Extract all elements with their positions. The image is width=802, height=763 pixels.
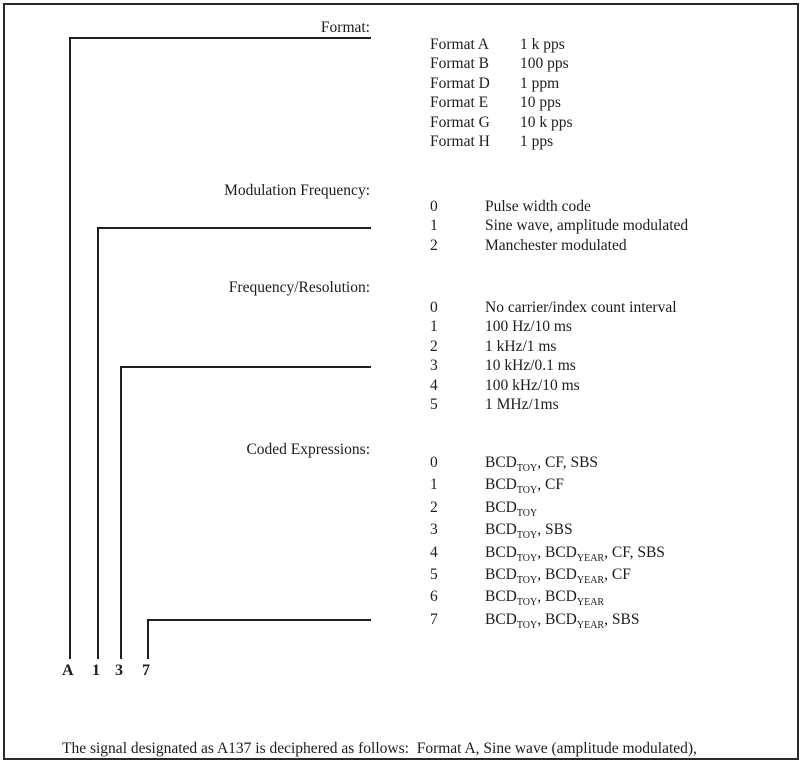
modulation-connector-horizontal-line [97, 227, 371, 229]
option-row: Format D 1 ppm [430, 75, 573, 94]
option-row: Format H 1 pps [430, 133, 573, 152]
option-key: 0 [430, 454, 438, 471]
option-row: 3 10 kHz/0.1 ms [430, 357, 677, 376]
code-digit-format: A [62, 662, 74, 679]
option-row: 6 BCDTOY, BCDYEAR [430, 588, 665, 610]
option-value: 100 pps [520, 55, 569, 73]
option-key: 5 [430, 395, 438, 413]
option-row: 0 BCDTOY, CF, SBS [430, 454, 665, 476]
option-value: 1 MHz/1ms [485, 395, 559, 413]
option-row: 4 100 kHz/10 ms [430, 377, 677, 396]
option-value: 1 ppm [520, 74, 560, 92]
option-value: BCDTOY, BCDYEAR, CF [485, 565, 631, 587]
frequency-connector-vertical-line [120, 366, 122, 659]
option-value: BCDTOY, BCDYEAR, CF, SBS [485, 543, 665, 564]
option-value: 10 pps [520, 94, 561, 112]
coded-connector-horizontal-line [147, 619, 371, 621]
option-value: BCDTOY, CF [485, 476, 564, 497]
option-key: 2 [430, 236, 438, 254]
modulation-connector-vertical-line [97, 227, 99, 659]
option-key: 5 [430, 565, 438, 583]
option-key: 3 [430, 357, 438, 375]
option-row: 1 BCDTOY, CF [430, 476, 665, 498]
option-key: Format B [430, 55, 489, 73]
option-key: 7 [430, 610, 438, 628]
frequency-resolution-options-list: 0 No carrier/index count interval 1 100 Hz/… [430, 299, 677, 415]
format-connector-vertical-line [69, 37, 71, 659]
option-row: 2 BCDTOY [430, 499, 665, 521]
option-row: 2 1 kHz/1 ms [430, 338, 677, 357]
option-row: 1 100 Hz/10 ms [430, 318, 677, 337]
option-value: BCDTOY, CF, SBS [485, 454, 599, 475]
option-key: Format A [430, 36, 489, 53]
section-label-modulation-frequency: Modulation Frequency: [224, 182, 370, 199]
option-row: Format G 10 k pps [430, 114, 573, 133]
option-value: BCDTOY, BCDYEAR [485, 588, 605, 609]
option-key: Format H [430, 132, 490, 150]
code-digit-modulation: 1 [92, 662, 100, 679]
option-key: Format D [430, 74, 490, 92]
option-value: 1 pps [520, 132, 554, 150]
option-key: 2 [430, 498, 438, 516]
option-key: 1 [430, 476, 438, 494]
option-value: 1 k pps [520, 36, 565, 53]
option-value: BCDTOY [485, 498, 538, 519]
section-label-format: Format: [320, 19, 370, 36]
option-row: 0 No carrier/index count interval [430, 299, 677, 318]
option-value: 100 Hz/10 ms [485, 318, 572, 336]
caption-line-1: The signal designated as A137 is deciphe… [62, 740, 697, 757]
option-value: No carrier/index count interval [485, 299, 677, 316]
option-key: 3 [430, 521, 438, 539]
option-row: 2 Manchester modulated [430, 237, 688, 256]
option-value: Pulse width code [485, 198, 591, 215]
option-row: Format B 100 pps [430, 55, 573, 74]
figure-caption: The signal designated as A137 is deciphe… [62, 700, 772, 763]
option-value: 100 kHz/10 ms [485, 376, 580, 394]
option-value: Manchester modulated [485, 236, 627, 254]
frequency-connector-horizontal-line [120, 366, 371, 368]
option-value: Sine wave, amplitude modulated [485, 217, 689, 235]
option-key: 0 [430, 198, 438, 215]
option-value: 10 k pps [520, 113, 573, 131]
option-row: Format A 1 k pps [430, 36, 573, 55]
code-digit-coded: 7 [142, 662, 150, 679]
option-row: 5 BCDTOY, BCDYEAR, CF [430, 566, 665, 588]
figure-frame [3, 3, 799, 760]
option-key: 4 [430, 376, 438, 394]
section-label-frequency-resolution: Frequency/Resolution: [228, 279, 370, 296]
option-value: BCDTOY, SBS [485, 521, 573, 542]
option-value: 1 kHz/1 ms [485, 337, 557, 355]
modulation-frequency-options-list: 0 Pulse width code 1 Sine wave, amplitude m… [430, 198, 688, 256]
option-row: Format E 10 pps [430, 94, 573, 113]
option-row: 7 BCDTOY, BCDYEAR, SBS [430, 611, 665, 633]
option-value: BCDTOY, BCDYEAR, SBS [485, 610, 640, 631]
option-key: 6 [430, 588, 438, 606]
option-value: 10 kHz/0.1 ms [485, 357, 576, 375]
format-connector-horizontal-line [69, 37, 371, 39]
option-key: 4 [430, 543, 438, 561]
coded-connector-vertical-line [147, 619, 149, 659]
option-key: 1 [430, 217, 438, 235]
option-key: Format G [430, 113, 490, 131]
section-label-coded-expressions: Coded Expressions: [246, 441, 370, 458]
option-row: 5 1 MHz/1ms [430, 396, 677, 415]
option-key: 2 [430, 337, 438, 355]
option-key: 0 [430, 299, 438, 316]
option-key: 1 [430, 318, 438, 336]
option-row: 3 BCDTOY, SBS [430, 521, 665, 543]
option-key: Format E [430, 94, 489, 112]
option-row: 1 Sine wave, amplitude modulated [430, 217, 688, 236]
option-row: 4 BCDTOY, BCDYEAR, CF, SBS [430, 544, 665, 566]
option-row: 0 Pulse width code [430, 198, 688, 217]
code-digit-frequency: 3 [115, 662, 123, 679]
